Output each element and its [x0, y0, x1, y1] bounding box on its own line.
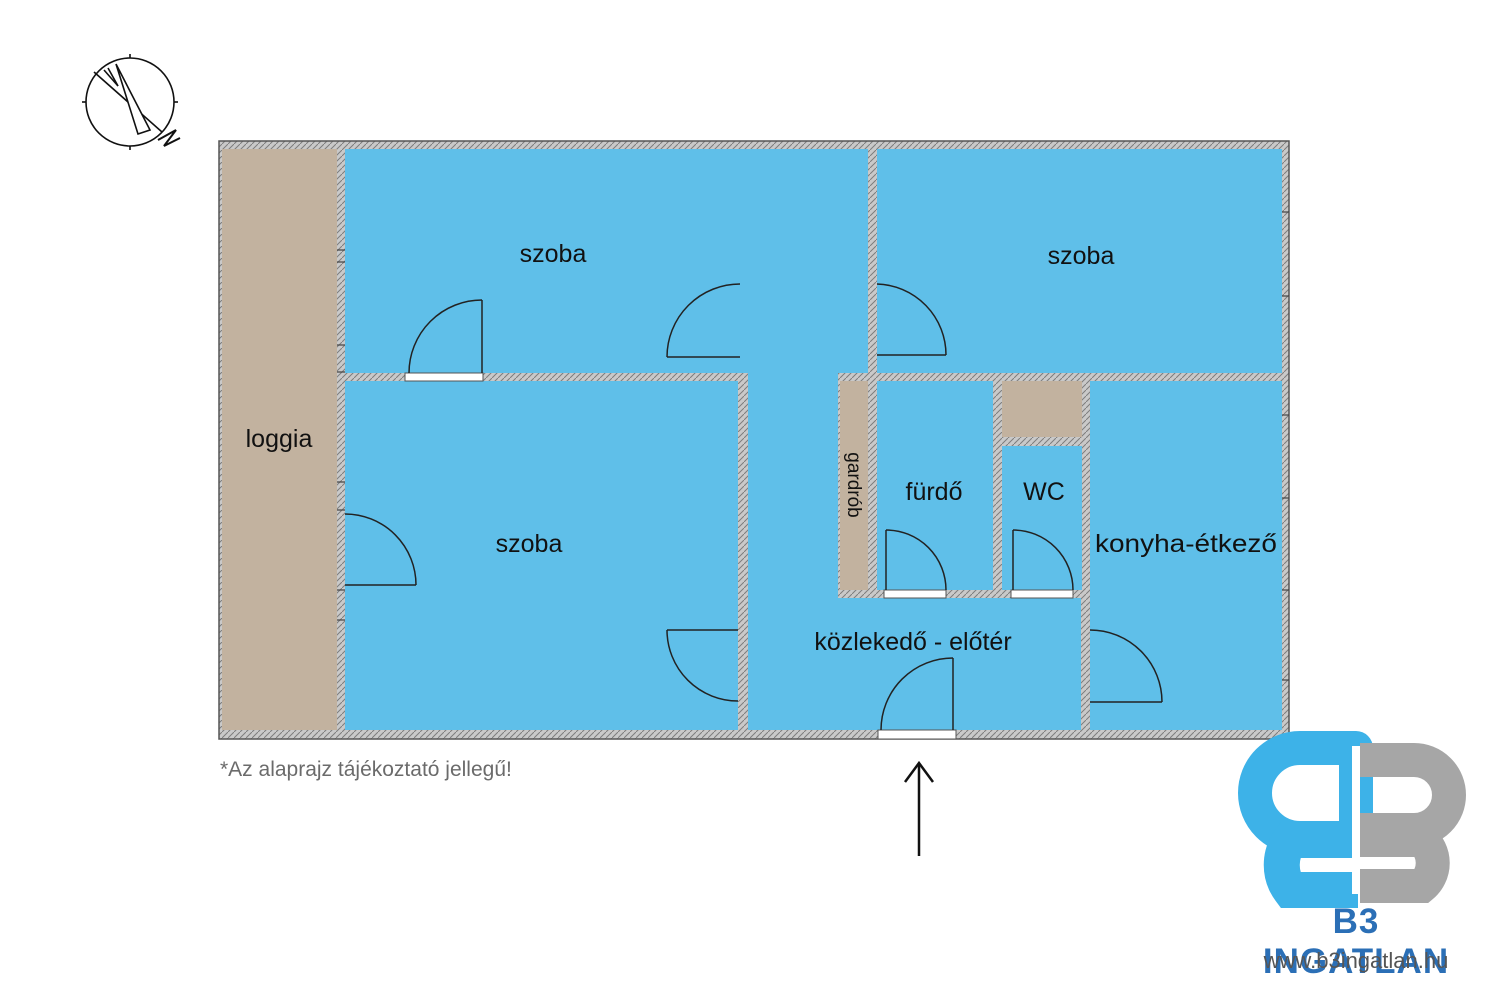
entrance-arrow-icon [903, 760, 935, 856]
wardrobe-label: gardrób [843, 452, 864, 518]
room-top-right-area [877, 149, 1282, 373]
door-swing-bottom-left-hall [666, 629, 739, 702]
wc-area [1002, 446, 1082, 590]
hallway-label: közlekedő - előtér [814, 628, 1011, 656]
disclaimer-text: *Az alaprajz tájékoztató jellegű! [220, 758, 512, 781]
room-top-right-label: szoba [1048, 242, 1115, 270]
brand-url: www.b3ingatlan.hu [1263, 948, 1449, 973]
door-swing-kitchen [1089, 629, 1163, 703]
kitchen-area [1090, 381, 1282, 730]
room-bottom-left-label: szoba [496, 530, 563, 558]
windows [337, 211, 1289, 681]
door-swing-top-right [876, 283, 947, 356]
door-swing-bath [885, 529, 947, 591]
door-swing-wc [1012, 529, 1074, 591]
door-gap-top-left [404, 372, 484, 382]
loggia-area [222, 149, 337, 730]
wc-label: WC [1023, 478, 1065, 506]
bathroom-label: fürdő [906, 478, 963, 506]
door-swing-entrance [880, 657, 954, 731]
shaft-area [1002, 381, 1082, 437]
wardrobe-area [840, 381, 868, 590]
kitchen-label: konyha-étkező [1095, 530, 1277, 558]
room-top-left-label: szoba [520, 240, 587, 268]
door-swing-top-left [408, 299, 483, 374]
door-swing-top-left-hall [666, 283, 741, 358]
door-gap-bath [883, 589, 947, 599]
door-gap-wc [1010, 589, 1074, 599]
b3-logo-icon [1238, 731, 1466, 908]
loggia-label: loggia [246, 425, 313, 453]
entrance-door-gap [877, 729, 957, 740]
door-swing-bottom-left-loggia [344, 513, 417, 586]
north-arrow-icon [82, 54, 181, 150]
hallway-area [748, 268, 1081, 730]
brand-name: B3 INGATLAN [1262, 902, 1450, 981]
